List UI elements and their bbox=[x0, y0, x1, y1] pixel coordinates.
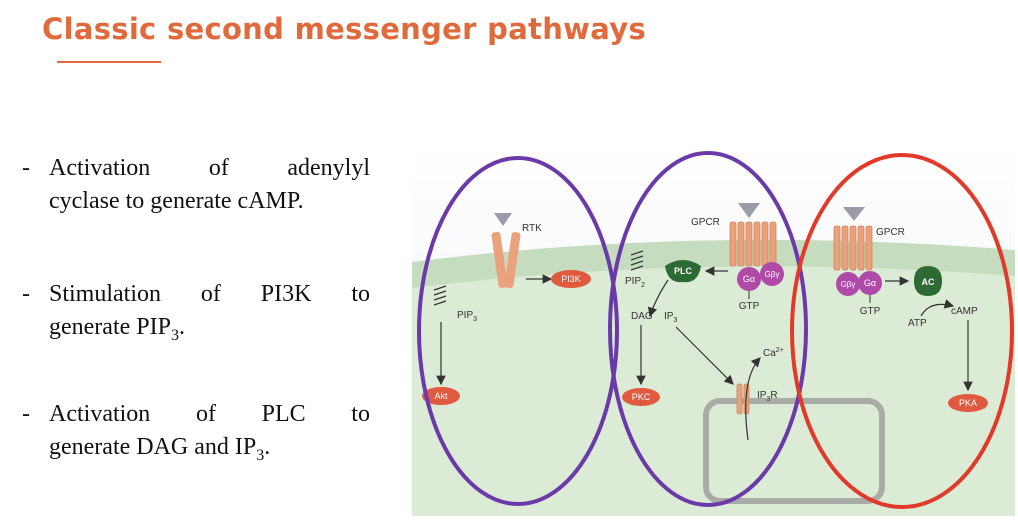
pi3k-label: PI3K bbox=[561, 274, 581, 284]
arrow-atp-to-camp bbox=[920, 299, 955, 317]
gpcr-right-label: GPCR bbox=[876, 227, 905, 238]
g-alpha-right bbox=[858, 271, 882, 295]
nucleus-envelope bbox=[703, 398, 885, 504]
bullet-word: to bbox=[351, 401, 370, 427]
ligand-triangle-gpcr-right bbox=[843, 207, 865, 221]
bullet-subscript: 3 bbox=[256, 446, 265, 464]
arrow-calcium-release bbox=[745, 357, 761, 441]
bullet-text: generate PIP bbox=[49, 314, 171, 340]
gpcr-left-label: GPCR bbox=[691, 217, 720, 228]
ip3-label: IP3 bbox=[664, 311, 677, 324]
ac-label: AC bbox=[922, 277, 935, 287]
g-alpha-left bbox=[737, 267, 761, 291]
pip3-lipid-icon bbox=[433, 285, 447, 306]
g-beta-gamma-left bbox=[760, 262, 784, 286]
gpcr-right-receptor bbox=[833, 225, 873, 271]
g-beta-gamma-right bbox=[836, 272, 860, 296]
bullet-word: of bbox=[195, 401, 216, 427]
pip2-lipid-icon bbox=[630, 250, 644, 271]
bullet-word: Activation bbox=[49, 155, 151, 181]
rtk-receptor-left bbox=[491, 231, 508, 288]
pi3k-enzyme bbox=[551, 270, 591, 288]
g-alpha-right-label: Gα bbox=[864, 278, 876, 288]
arrow-plc-cleaves-pip2 bbox=[647, 279, 669, 318]
dag-label: DAG bbox=[631, 311, 653, 322]
plc-enzyme bbox=[665, 260, 701, 283]
adenylyl-cyclase-enzyme bbox=[914, 266, 942, 296]
bullet-word: of bbox=[208, 155, 229, 181]
bullet-word: Activation bbox=[49, 401, 151, 427]
title-underline bbox=[57, 61, 161, 63]
bullet-subscript: 3 bbox=[170, 326, 179, 344]
pkc-kinase bbox=[622, 388, 660, 406]
ligand-triangle-gpcr-left bbox=[738, 203, 760, 218]
bullet-word: of bbox=[200, 281, 221, 307]
bullet-word: PI3K bbox=[260, 281, 312, 307]
arrow-ip3-to-ip3r bbox=[675, 326, 734, 385]
bullet-word: adenylyl bbox=[287, 155, 370, 181]
gtp-left-label: GTP bbox=[739, 301, 760, 312]
akt-label: Akt bbox=[434, 391, 448, 401]
camp-label: cAMP bbox=[951, 306, 978, 317]
g-alpha-left-label: Gα bbox=[743, 274, 755, 284]
signaling-pathways-diagram: RTK PI3K PIP3 Akt PIP2 PLC GPCR Gα Gβγ G… bbox=[412, 141, 1015, 516]
rtk-label: RTK bbox=[522, 223, 542, 234]
calcium-label: Ca2+ bbox=[763, 347, 784, 359]
g-beta-gamma-left-label: Gβγ bbox=[765, 270, 780, 279]
pka-kinase bbox=[948, 394, 988, 412]
bullet-dash: - bbox=[22, 281, 30, 307]
bullet-word: Stimulation bbox=[49, 281, 162, 307]
oval-camp-pathway bbox=[790, 153, 1014, 509]
akt-kinase bbox=[422, 387, 460, 405]
cytoplasm bbox=[412, 266, 1015, 516]
bullet-text: cyclase to generate cAMP. bbox=[49, 188, 304, 214]
oval-pi3k-pathway bbox=[417, 156, 619, 506]
ip3r-label: IP3R bbox=[757, 390, 778, 403]
ligand-triangle bbox=[494, 213, 512, 226]
pip3-label: PIP3 bbox=[457, 310, 477, 323]
bullet-dash: - bbox=[22, 155, 30, 181]
bullet-text: . bbox=[264, 434, 271, 460]
bullet-word: PLC bbox=[261, 401, 306, 427]
rtk-receptor-right bbox=[504, 232, 521, 289]
atp-label: ATP bbox=[908, 318, 927, 329]
bullet-dash: - bbox=[22, 401, 30, 427]
gpcr-left-receptor bbox=[729, 221, 777, 267]
bullet-text: . bbox=[178, 314, 185, 340]
gtp-right-label: GTP bbox=[860, 306, 881, 317]
oval-plc-pathway bbox=[608, 151, 808, 507]
pkc-label: PKC bbox=[632, 392, 651, 402]
plc-label: PLC bbox=[674, 266, 693, 276]
slide-title: Classic second messenger pathways bbox=[42, 12, 647, 46]
bullet-text: generate DAG and IP bbox=[49, 434, 257, 460]
bullet-word: to bbox=[351, 281, 370, 307]
pka-label: PKA bbox=[959, 398, 977, 408]
g-beta-gamma-right-label: Gβγ bbox=[841, 280, 856, 289]
pip2-label: PIP2 bbox=[625, 276, 645, 289]
